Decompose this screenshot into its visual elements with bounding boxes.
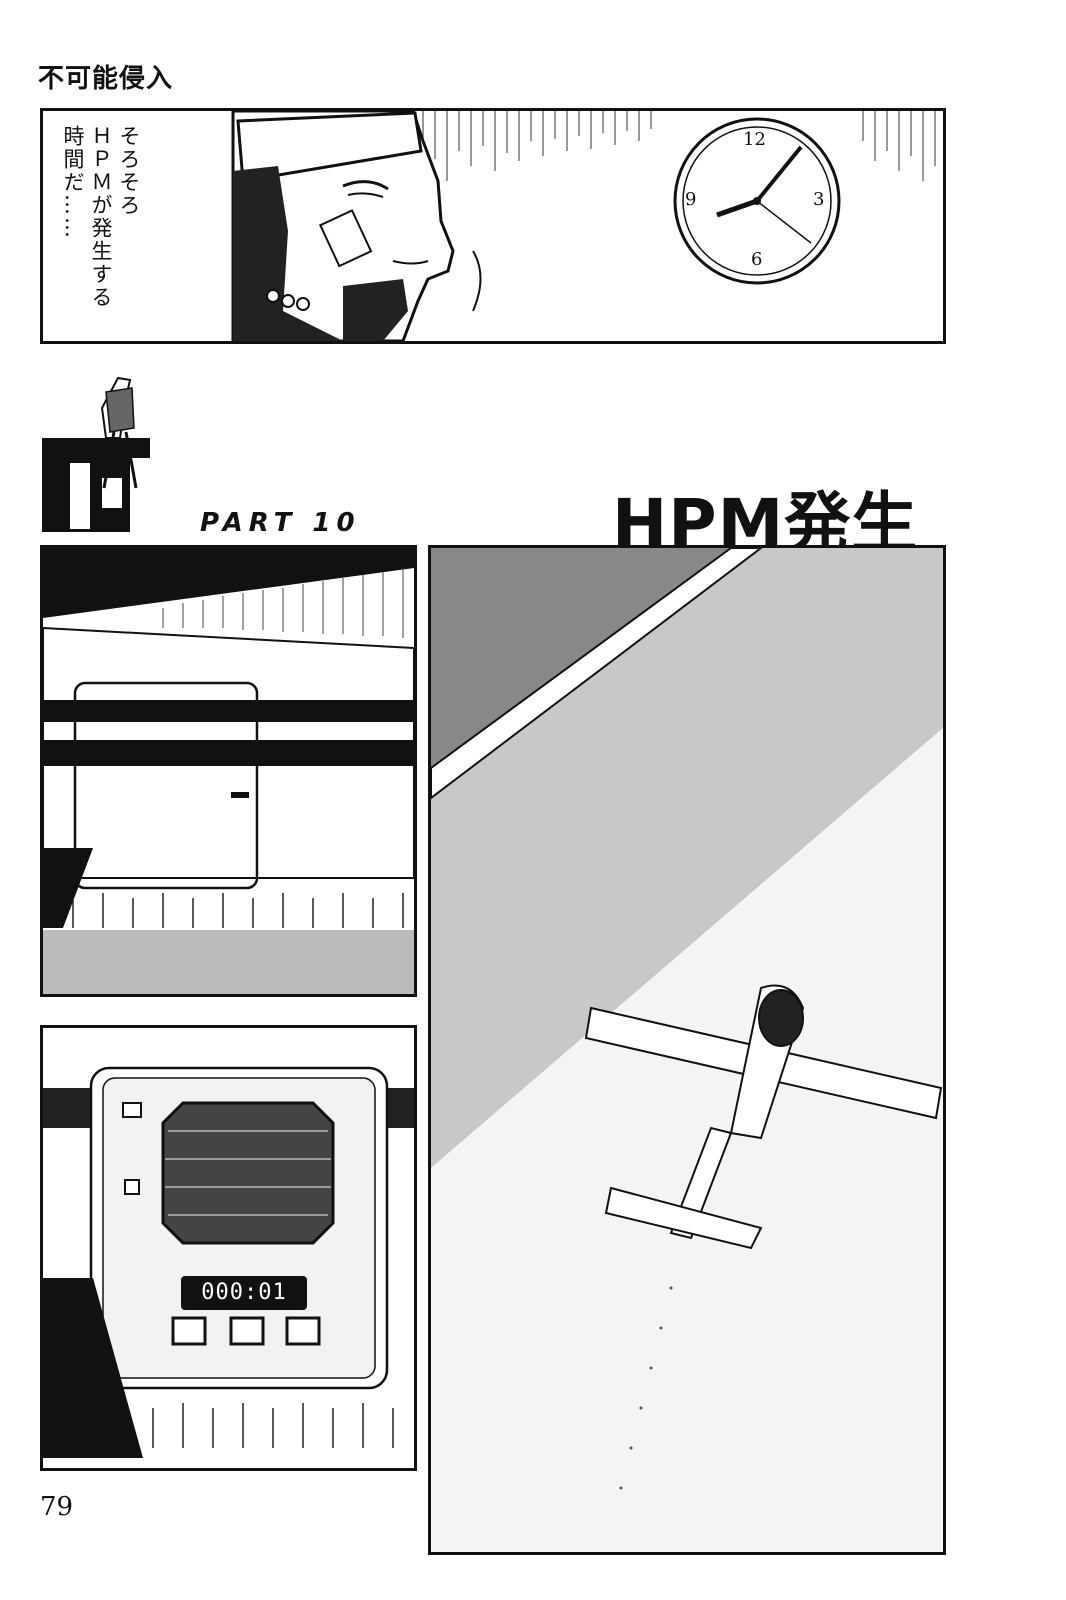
speech-line-3: 時間だ…… bbox=[61, 125, 85, 240]
clock-numeral-6: 6 bbox=[751, 249, 763, 270]
part-label: PART 10 bbox=[200, 508, 361, 538]
clock-numeral-9: 9 bbox=[685, 189, 697, 210]
airplane bbox=[584, 984, 943, 1250]
series-logo bbox=[40, 368, 162, 534]
panel-face-clock: そろそろ ＨＰＭが発生する 時間だ…… 12 3 6 9 bbox=[40, 108, 946, 344]
clock-numeral-12: 12 bbox=[743, 129, 766, 150]
countdown-timer-display: 000:01 bbox=[181, 1276, 307, 1310]
running-head-title: 不可能侵入 bbox=[38, 64, 174, 94]
speech-line-2: ＨＰＭが発生する bbox=[89, 125, 113, 309]
speech-text: そろそろ ＨＰＭが発生する 時間だ…… bbox=[59, 125, 143, 335]
panel-timer-device: 000:01 bbox=[40, 1025, 417, 1471]
speech-line-1: そろそろ bbox=[117, 125, 141, 217]
panel-rooftop-plane bbox=[428, 545, 946, 1555]
panel-face-clock-art bbox=[231, 111, 936, 341]
page-number: 79 bbox=[40, 1492, 74, 1522]
panel-vehicle-side bbox=[40, 545, 417, 997]
wall-clock: 12 3 6 9 bbox=[671, 115, 843, 287]
clock-numeral-3: 3 bbox=[813, 189, 825, 210]
